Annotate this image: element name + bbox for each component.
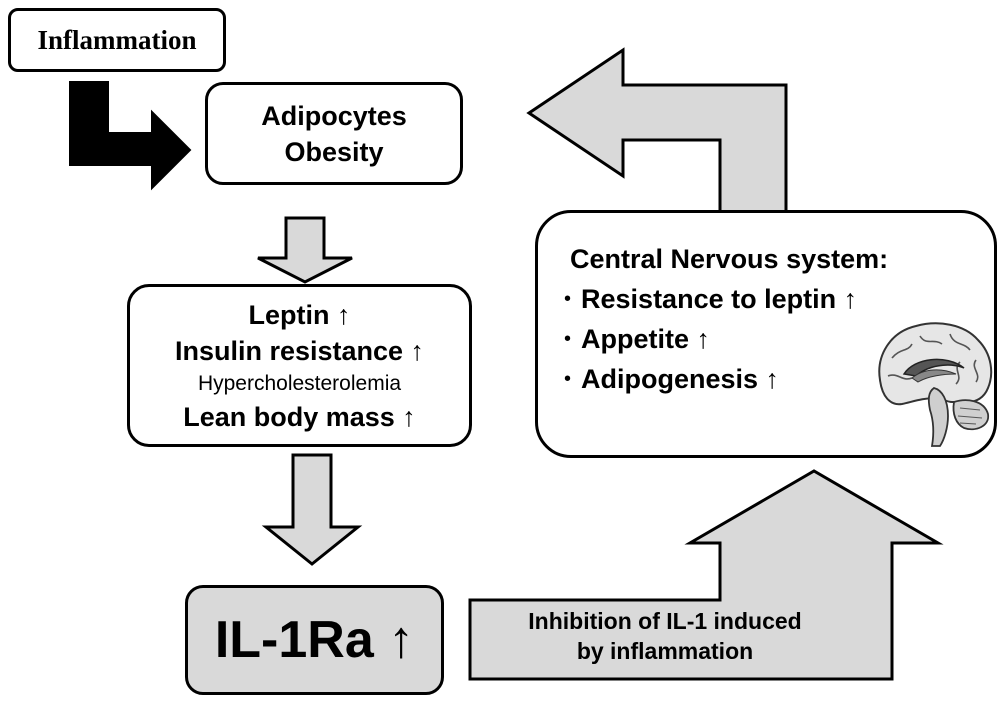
brain-sagittal-icon bbox=[878, 322, 993, 447]
cns-item-label: Resistance to leptin ↑ bbox=[581, 284, 858, 314]
metabolic-effects-box: Leptin ↑ Insulin resistance ↑ Hyperchole… bbox=[127, 284, 472, 447]
inflammation-label: Inflammation bbox=[37, 24, 197, 55]
il1ra-label: IL-1Ra ↑ bbox=[214, 611, 415, 669]
cns-item-label: Adipogenesis ↑ bbox=[581, 364, 780, 394]
lean-body-mass-label: Lean body mass ↑ bbox=[183, 401, 416, 432]
obesity-label: Obesity bbox=[284, 136, 384, 167]
il1ra-box: IL-1Ra ↑ bbox=[185, 585, 444, 695]
cns-item-label: Appetite ↑ bbox=[581, 324, 711, 354]
cns-item-adipogenesis: • Adipogenesis ↑ bbox=[564, 359, 779, 399]
down-arrow-2 bbox=[261, 453, 363, 566]
inhibition-text: Inhibition of IL-1 induced by inflammati… bbox=[470, 606, 860, 666]
insulin-resistance-label: Insulin resistance ↑ bbox=[174, 335, 425, 366]
bullet-icon: • bbox=[564, 328, 572, 350]
inflammation-box: Inflammation bbox=[8, 8, 226, 72]
inhibition-line-1: Inhibition of IL-1 induced bbox=[528, 608, 802, 634]
bullet-icon: • bbox=[564, 288, 572, 310]
inhibition-line-2: by inflammation bbox=[576, 638, 754, 664]
black-l-arrow bbox=[69, 81, 192, 191]
leptin-label: Leptin ↑ bbox=[248, 299, 351, 330]
adipocytes-label: Adipocytes bbox=[261, 100, 407, 131]
bent-up-arrow bbox=[468, 469, 944, 681]
cns-item-resistance: • Resistance to leptin ↑ bbox=[564, 279, 857, 319]
return-arrow bbox=[526, 47, 788, 214]
cns-item-appetite: • Appetite ↑ bbox=[564, 319, 710, 359]
hypercholesterolemia-label: Hypercholesterolemia bbox=[197, 371, 402, 395]
bullet-icon: • bbox=[564, 368, 572, 390]
cns-title: Central Nervous system: bbox=[570, 244, 889, 274]
adipocytes-box: Adipocytes Obesity bbox=[205, 82, 463, 185]
down-arrow-1 bbox=[257, 216, 353, 284]
